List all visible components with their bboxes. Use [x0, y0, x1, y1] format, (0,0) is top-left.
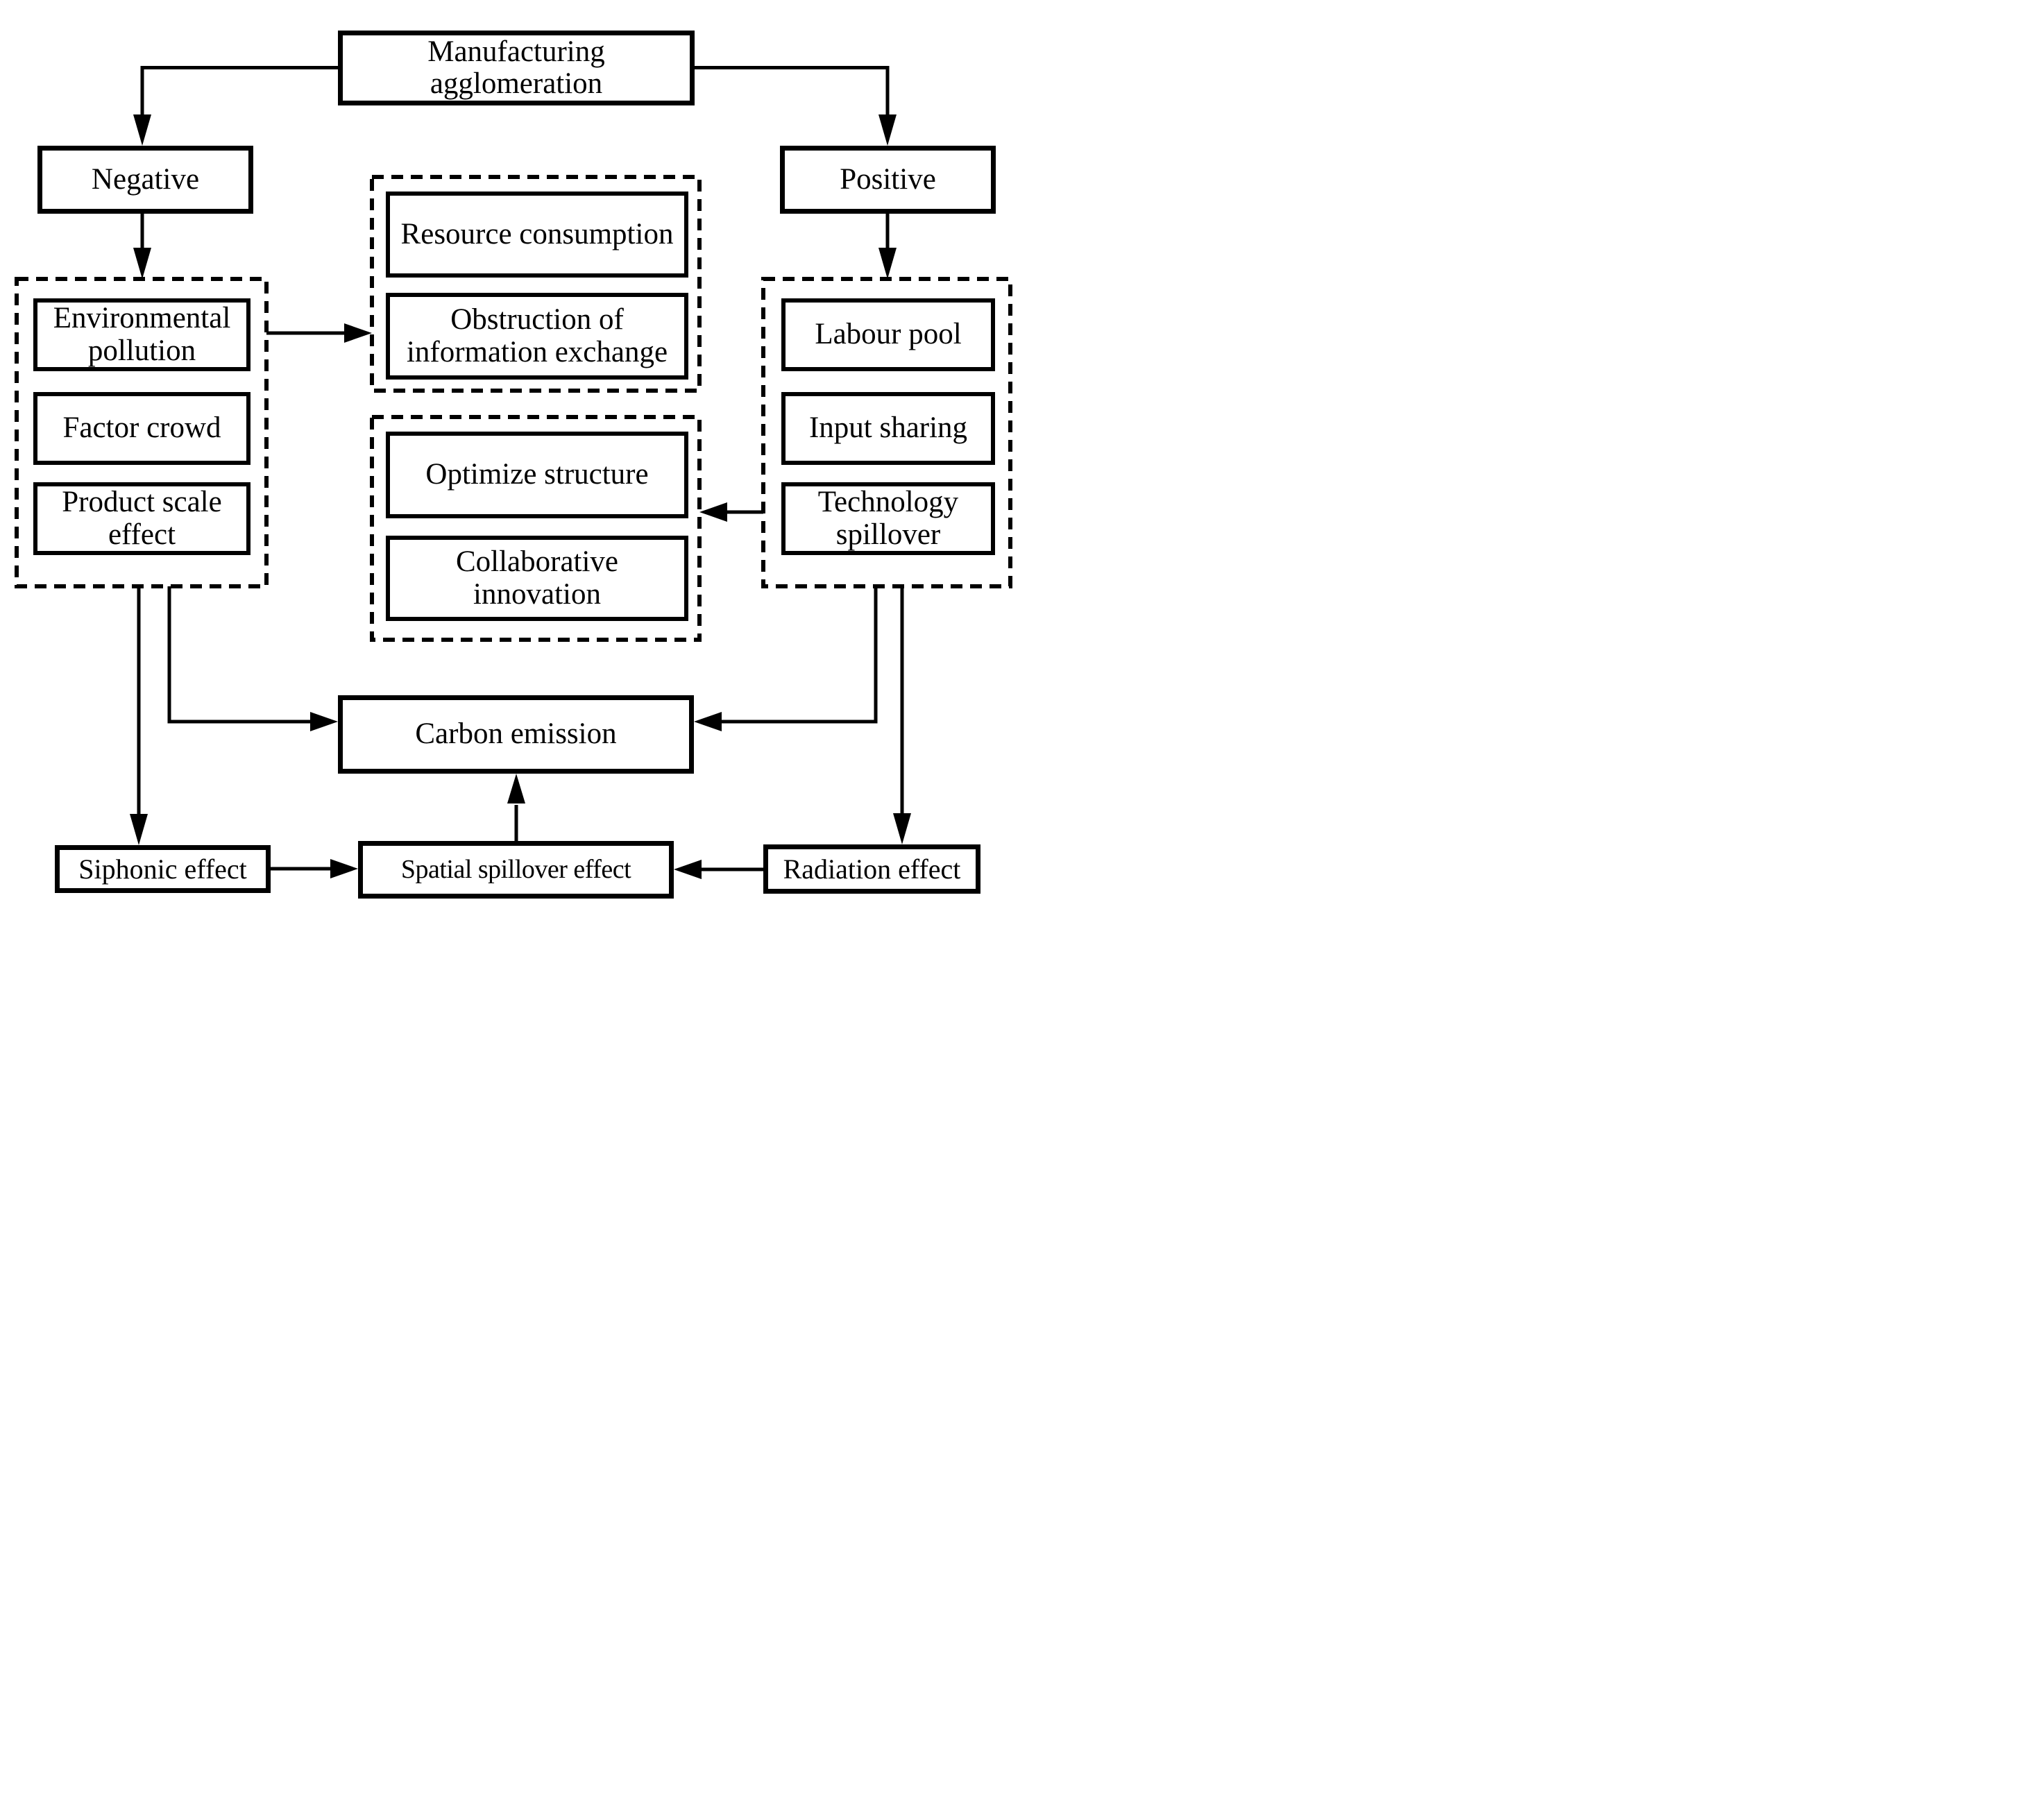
node-technology-spillover: Technology spillover: [781, 482, 995, 555]
edge-negative-effects-to-consumption-obstruction: [266, 323, 372, 343]
arrowhead-down-icon: [893, 813, 911, 844]
edge-line: [140, 66, 338, 117]
group-optimize-innovation-border: [370, 415, 702, 642]
node-radiation-effect: Radiation effect: [763, 844, 980, 894]
edge-line: [167, 586, 312, 724]
node-product-scale-effect: Product scale effect: [33, 482, 250, 555]
edge-manufacturing-to-positive: [695, 66, 897, 146]
node-obstruction-of-information-exchange: Obstruction of information exchange: [386, 293, 688, 380]
group-negative-effects-border: [15, 277, 269, 588]
node-resource-consumption: Resource consumption: [386, 192, 688, 278]
arrowhead-down-icon: [133, 114, 151, 146]
edge-line: [720, 586, 878, 724]
arrowhead-up-icon: [507, 774, 525, 803]
flowchart-manufacturing-agglomeration: Manufacturing agglomeration Negative Pos…: [0, 0, 1019, 910]
node-input-sharing: Input sharing: [781, 392, 995, 465]
arrowhead-right-icon: [310, 712, 338, 731]
arrowhead-left-icon: [674, 860, 702, 879]
edge-line: [695, 66, 890, 117]
node-collaborative-innovation: Collaborative innovation: [386, 536, 688, 621]
edge-positive-to-positive-effects: [878, 214, 897, 279]
node-optimize-structure: Optimize structure: [386, 432, 688, 518]
arrowhead-down-icon: [133, 248, 151, 279]
arrowhead-right-icon: [344, 323, 372, 343]
node-factor-crowd: Factor crowd: [33, 392, 250, 465]
edge-radiation-to-spatial: [674, 860, 763, 879]
edge-spatial-to-carbon: [507, 774, 525, 841]
arrowhead-left-icon: [694, 712, 722, 731]
edge-positive-effects-to-carbon: [694, 586, 878, 731]
arrowhead-right-icon: [330, 859, 358, 878]
edge-manufacturing-to-negative: [133, 66, 338, 146]
arrowhead-down-icon: [878, 114, 897, 146]
edge-negative-effects-to-siphonic: [130, 586, 148, 845]
node-negative: Negative: [37, 146, 253, 214]
node-siphonic-effect: Siphonic effect: [55, 845, 271, 893]
node-labour-pool: Labour pool: [781, 298, 995, 371]
group-positive-effects-border: [761, 277, 1012, 588]
edge-siphonic-to-spatial: [271, 859, 358, 878]
node-carbon-emission: Carbon emission: [338, 695, 694, 774]
node-environmental-pollution: Environmental pollution: [33, 298, 250, 371]
node-manufacturing-agglomeration: Manufacturing agglomeration: [338, 31, 695, 105]
edge-negative-effects-to-carbon: [167, 586, 338, 731]
edge-positive-effects-to-optimize-innovation: [699, 502, 763, 522]
connector-layer: [15, 66, 1012, 879]
group-consumption-obstruction-border: [370, 175, 702, 393]
arrowhead-down-icon: [878, 248, 897, 279]
arrowhead-left-icon: [699, 502, 727, 522]
node-spatial-spillover-effect: Spatial spillover effect: [358, 841, 674, 899]
arrowhead-down-icon: [130, 814, 148, 845]
edge-negative-to-negative-effects: [133, 214, 151, 279]
edge-positive-effects-to-radiation: [893, 586, 911, 844]
node-positive: Positive: [780, 146, 996, 214]
